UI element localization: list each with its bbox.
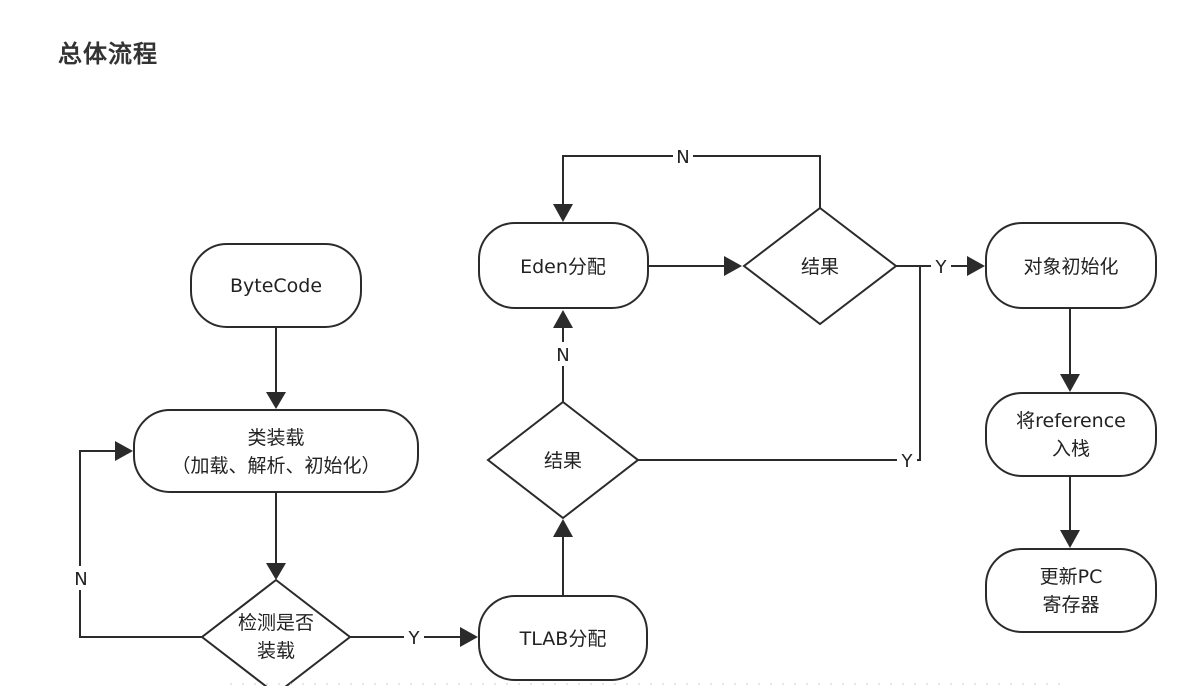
- svg-text:检测是否: 检测是否: [238, 612, 314, 634]
- svg-text:ByteCode: ByteCode: [230, 275, 322, 297]
- edge-check-no-loop: [79, 441, 204, 638]
- edge-push-ref-to-update-pc: [1060, 476, 1080, 548]
- svg-text:（加载、解析、初始化）: （加载、解析、初始化）: [171, 455, 380, 477]
- page-title: 总体流程: [58, 40, 158, 68]
- svg-text:N: N: [556, 345, 569, 366]
- node-tlab-alloc: TLAB分配: [478, 595, 648, 681]
- node-bytecode: ByteCode: [190, 243, 362, 328]
- edge-label-tlab-yes: Y: [897, 448, 917, 472]
- node-object-init: 对象初始化: [985, 222, 1157, 309]
- svg-text:入栈: 入栈: [1052, 438, 1090, 460]
- node-update-pc: 更新PC 寄存器: [985, 548, 1157, 633]
- svg-text:结果: 结果: [801, 256, 839, 278]
- svg-text:寄存器: 寄存器: [1042, 594, 1099, 616]
- node-class-loading: 类装载 （加载、解析、初始化）: [133, 409, 419, 493]
- node-eden-result-decision: 结果: [742, 206, 898, 326]
- svg-text:Eden分配: Eden分配: [520, 256, 606, 278]
- node-tlab-result-decision: 结果: [486, 400, 640, 520]
- edge-label-tlab-no: N: [553, 342, 573, 366]
- edge-label-eden-no: N: [673, 144, 693, 168]
- node-check-loaded-decision: 检测是否 装载: [200, 578, 352, 686]
- svg-text:Y: Y: [935, 257, 948, 278]
- svg-text:结果: 结果: [544, 450, 582, 472]
- svg-text:更新PC: 更新PC: [1040, 566, 1103, 588]
- svg-text:Y: Y: [408, 628, 421, 649]
- svg-text:N: N: [676, 147, 689, 168]
- svg-text:将reference: 将reference: [1016, 410, 1126, 432]
- svg-text:类装载: 类装载: [247, 427, 304, 449]
- edge-label-eden-yes: Y: [931, 254, 951, 278]
- svg-text:装载: 装载: [257, 640, 295, 662]
- edge-bytecode-to-class-loading: [266, 327, 286, 409]
- edge-class-loading-to-check: [266, 492, 286, 580]
- edge-init-to-push-ref: [1060, 308, 1080, 392]
- svg-text:Y: Y: [901, 451, 914, 472]
- edge-tlab-result-yes: [638, 266, 921, 461]
- edge-tlab-to-result: [553, 519, 573, 596]
- node-push-reference: 将reference 入栈: [985, 392, 1157, 477]
- edge-eden-to-result: [648, 256, 742, 276]
- svg-text:对象初始化: 对象初始化: [1023, 256, 1118, 278]
- edge-label-check-yes: Y: [404, 625, 424, 649]
- edge-label-check-no: N: [72, 566, 90, 590]
- node-eden-alloc: Eden分配: [478, 222, 649, 309]
- svg-text:TLAB分配: TLAB分配: [519, 628, 607, 650]
- svg-text:N: N: [74, 569, 87, 590]
